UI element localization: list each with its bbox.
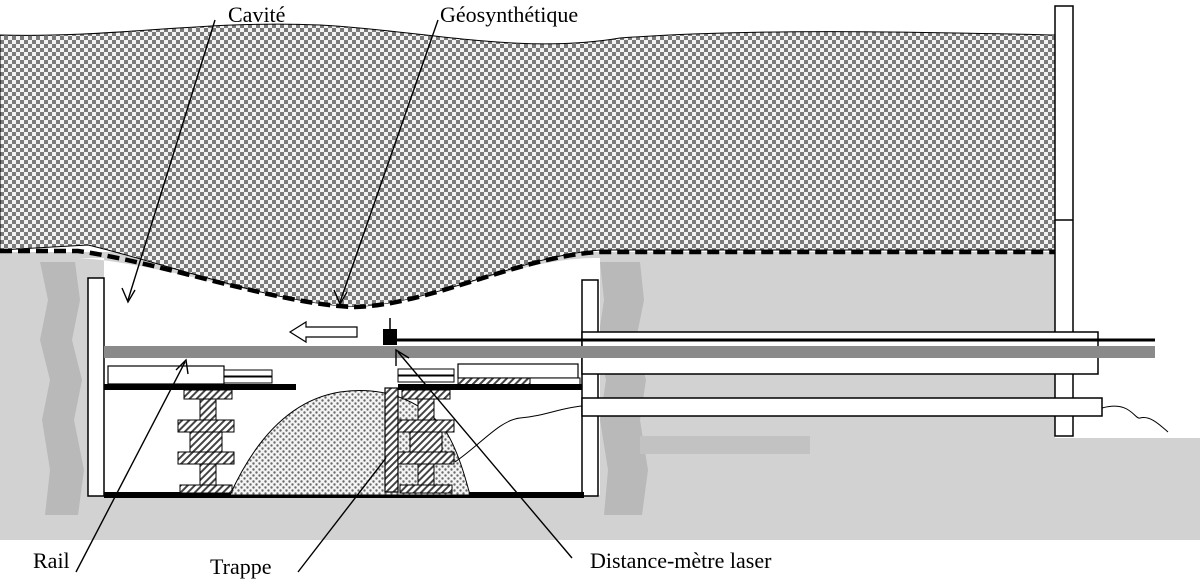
label-cavity: Cavité <box>228 2 285 27</box>
laser-cable <box>454 405 583 463</box>
left-wall <box>87 277 105 497</box>
rail <box>104 346 1100 358</box>
trapdoor <box>384 387 399 493</box>
right-plate-assembly <box>397 363 582 390</box>
left-arrow-icon <box>288 320 358 344</box>
geosynthetic-sheet <box>0 248 1055 310</box>
label-laser-rangefinder: Distance-mètre laser <box>590 548 772 573</box>
label-trapdoor: Trappe <box>210 554 272 579</box>
laser-rangefinder <box>383 329 397 345</box>
right-jack <box>397 389 455 494</box>
label-rail: Rail <box>33 548 70 573</box>
frame-post <box>1054 5 1074 437</box>
label-geosynthetic: Géosynthétique <box>440 2 578 27</box>
leader-lines <box>75 19 573 573</box>
left-jack <box>177 389 235 494</box>
left-plate-assembly <box>104 365 296 390</box>
right-wall <box>581 279 599 497</box>
sand-pile <box>229 390 471 496</box>
